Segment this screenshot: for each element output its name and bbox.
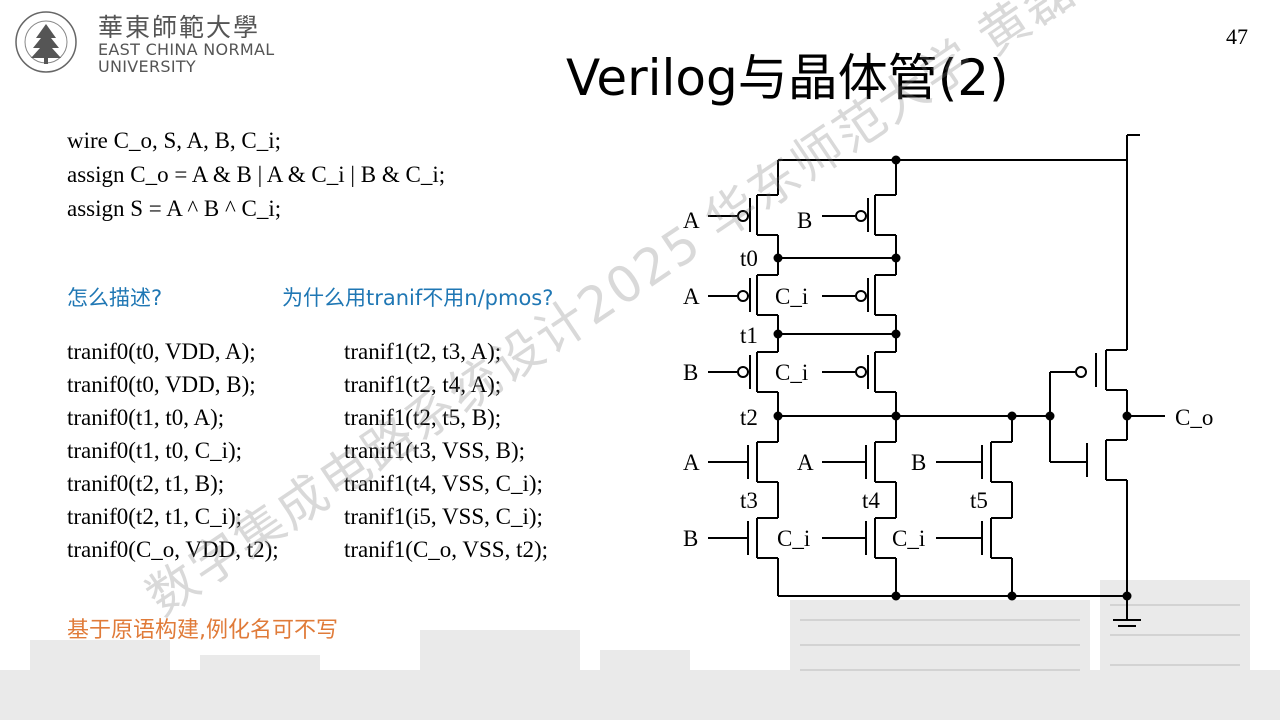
label-b: B — [683, 360, 698, 385]
code-line: wire C_o, S, A, B, C_i; — [67, 128, 282, 153]
pine-tree-emblem-icon — [15, 11, 77, 73]
label-c-i: C_i — [777, 526, 810, 551]
node-t5-label: t5 — [970, 488, 988, 513]
label-b: B — [683, 526, 698, 551]
university-name-en-line1: EAST CHINA NORMAL — [98, 40, 275, 59]
label-c-i: C_i — [892, 526, 925, 551]
label-a: A — [683, 450, 700, 475]
node-t3-label: t3 — [740, 488, 758, 513]
tranif1-instance-list: tranif1(t2, t3, A); tranif1(t2, t4, A); … — [344, 335, 548, 566]
instance-line: tranif0(C_o, VDD, t2); — [67, 537, 279, 562]
carry-circuit-schematic: A B t0 A C_i t1 B C_i t2 A A B t3 t4 t5 … — [683, 134, 1213, 627]
tranif0-instance-list: tranif0(t0, VDD, A); tranif0(t0, VDD, B)… — [67, 335, 279, 566]
instance-line: tranif0(t2, t1, B); — [67, 471, 225, 496]
page-number: 47 — [1226, 24, 1248, 49]
question-how-to-describe: 怎么描述? — [67, 286, 163, 310]
code-line: assign C_o = A & B | A & C_i | B & C_i; — [67, 162, 446, 187]
label-a: A — [683, 208, 700, 233]
label-b: B — [911, 450, 926, 475]
instance-line: tranif1(i5, VSS, C_i); — [344, 504, 543, 529]
instance-line: tranif1(t2, t3, A); — [344, 339, 502, 364]
note-primitive: 基于原语构建,例化名可不写 — [67, 618, 338, 643]
question-why-tranif: 为什么用tranif不用n/pmos? — [282, 286, 554, 310]
label-b: B — [797, 208, 812, 233]
university-name-cn: 華東師範大學 — [98, 13, 261, 42]
instance-line: tranif1(t2, t5, B); — [344, 405, 502, 430]
label-a: A — [683, 284, 700, 309]
code-line: assign S = A ^ B ^ C_i; — [67, 196, 282, 221]
label-c-i: C_i — [775, 360, 808, 385]
code-block-assign: wire C_o, S, A, B, C_i; assign C_o = A &… — [67, 124, 445, 226]
node-t4-label: t4 — [862, 488, 880, 513]
instance-line: tranif1(t2, t4, A); — [344, 372, 502, 397]
instance-line: tranif1(t3, VSS, B); — [344, 438, 526, 463]
university-name-en-line2: UNIVERSITY — [98, 57, 196, 76]
node-t2-label: t2 — [740, 405, 758, 430]
campus-background-image — [0, 580, 1280, 720]
label-c-i: C_i — [775, 284, 808, 309]
label-a: A — [797, 450, 814, 475]
instance-line: tranif0(t1, t0, A); — [67, 405, 225, 430]
instance-line: tranif0(t1, t0, C_i); — [67, 438, 243, 463]
node-t0-label: t0 — [740, 246, 758, 271]
instance-line: tranif1(C_o, VSS, t2); — [344, 537, 549, 562]
instance-line: tranif0(t0, VDD, B); — [67, 372, 256, 397]
slide-title: Verilog与晶体管(2) — [566, 49, 1009, 107]
instance-line: tranif0(t0, VDD, A); — [67, 339, 256, 364]
instance-line: tranif0(t2, t1, C_i); — [67, 504, 243, 529]
instance-line: tranif1(t4, VSS, C_i); — [344, 471, 543, 496]
node-t1-label: t1 — [740, 323, 758, 348]
output-c-o-label: C_o — [1175, 405, 1213, 430]
